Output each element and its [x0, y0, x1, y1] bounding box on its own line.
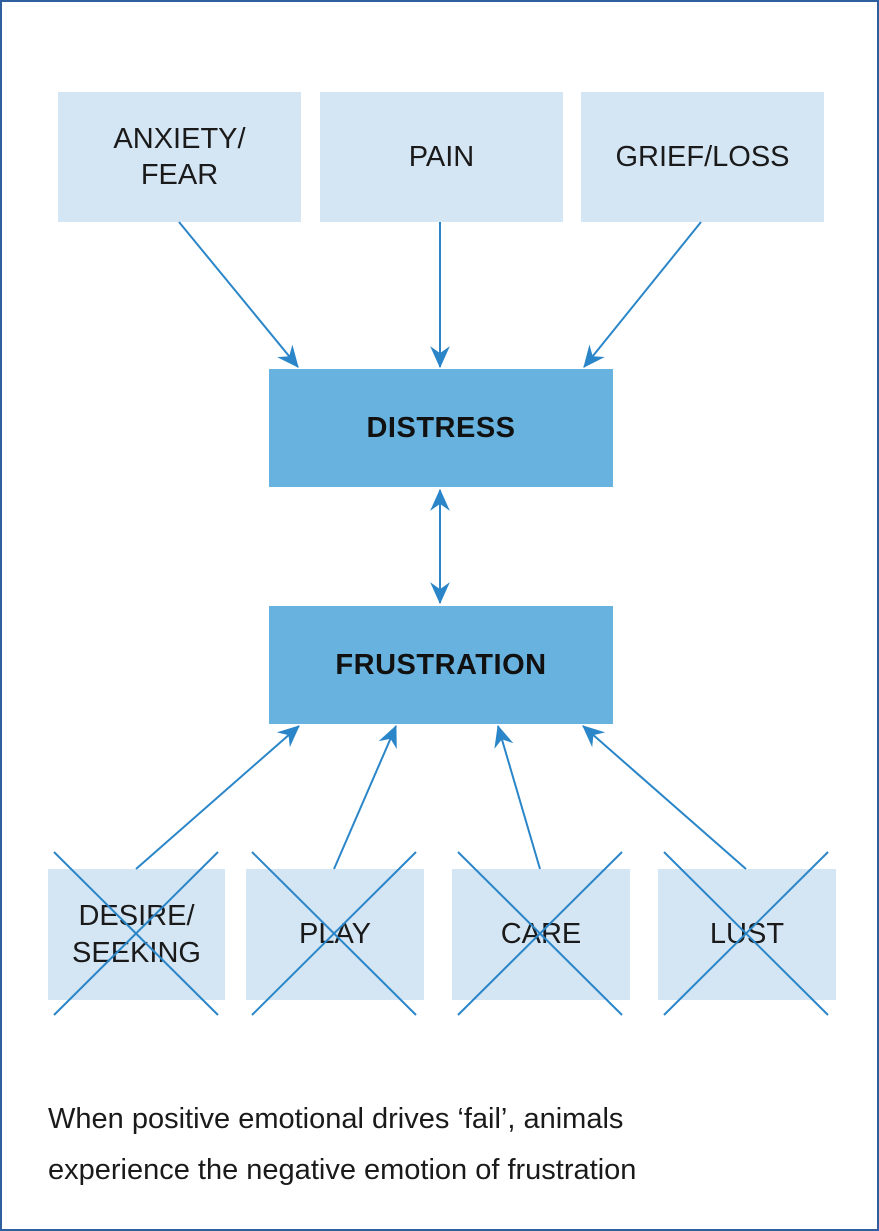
cross-out-care-icon — [457, 851, 623, 1016]
anxiety-fear-label: ANXIETY/ FEAR — [113, 122, 246, 191]
frustration-box: FRUSTRATION — [269, 606, 613, 724]
distress-box: DISTRESS — [269, 369, 613, 487]
arrow-grief-to-distress — [583, 221, 702, 368]
frustration-label: FRUSTRATION — [335, 648, 547, 681]
arrow-lust-to-frustration — [582, 725, 747, 870]
arrow-anxiety-to-distress — [178, 221, 299, 368]
pain-box: PAIN — [320, 92, 563, 222]
arrow-play-to-frustration — [333, 724, 397, 870]
desire-seeking-label: DESIRE/ SEEKING — [72, 900, 201, 969]
arrow-care-to-frustration — [494, 724, 541, 870]
cross-out-seeking-icon — [53, 851, 219, 1016]
grief-loss-box: GRIEF/LOSS — [581, 92, 824, 222]
cross-out-lust-icon — [663, 851, 829, 1016]
pain-label: PAIN — [408, 140, 475, 173]
distress-label: DISTRESS — [366, 411, 516, 444]
arrow-seeking-to-frustration — [135, 725, 300, 870]
cross-out-play-icon — [251, 851, 417, 1016]
grief-loss-label: GRIEF/LOSS — [615, 140, 790, 173]
figure-caption: When positive emotional drives ‘fail’, a… — [48, 1103, 637, 1186]
anxiety-fear-box: ANXIETY/ FEAR — [58, 92, 301, 222]
